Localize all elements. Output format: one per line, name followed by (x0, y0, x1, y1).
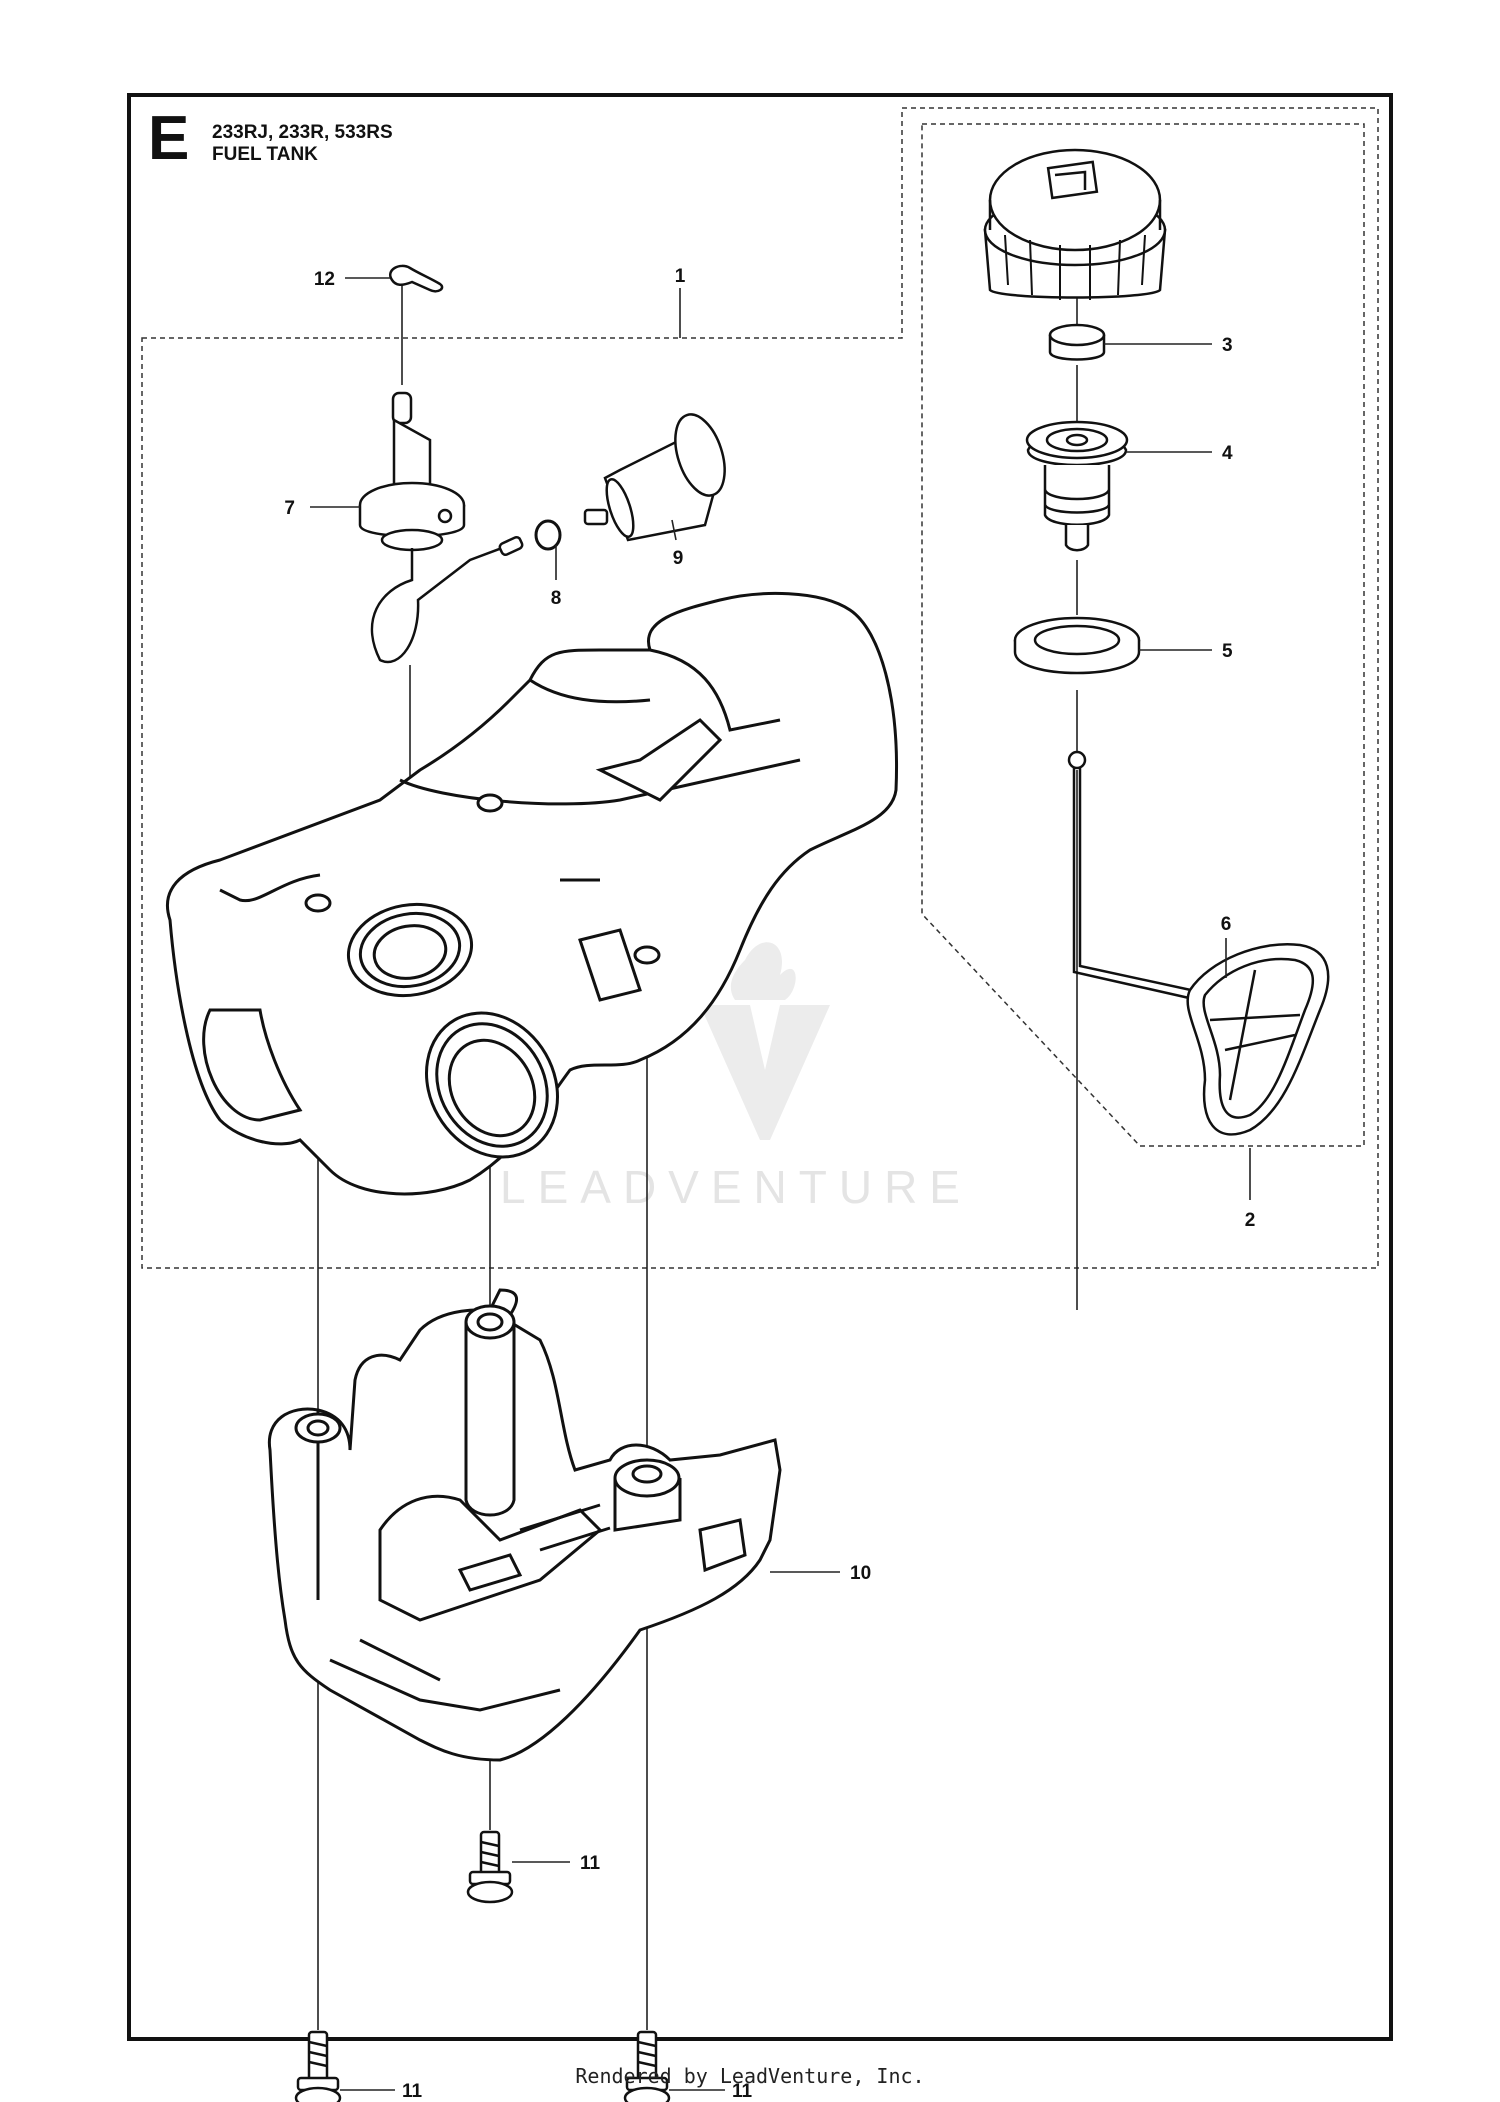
watermark-logo (700, 942, 830, 1140)
callout-2: 2 (1245, 1210, 1256, 1231)
watermark-text: LEADVENTURE (500, 1161, 972, 1213)
o-ring-part (534, 519, 562, 551)
callout-8: 8 (551, 588, 562, 609)
fuel-hose-part (358, 391, 524, 664)
callout-12: 12 (314, 269, 335, 290)
callout-1: 1 (675, 266, 686, 287)
retainer-strap-part (1067, 750, 1330, 1136)
callout-9: 9 (673, 548, 684, 569)
screw-part (623, 2030, 671, 2102)
callout-11: 11 (580, 1853, 601, 1874)
model-list: 233RJ, 233R, 533RS (212, 122, 393, 143)
callout-6: 6 (1221, 914, 1232, 935)
vent-valve-part (1025, 420, 1129, 552)
callout-3: 3 (1222, 335, 1233, 356)
callout-11: 11 (732, 2081, 753, 2102)
footer-credit: Rendered by LeadVenture, Inc. (575, 2064, 925, 2088)
diagram-frame (127, 93, 1393, 2041)
cap-filter-pad-part (1048, 323, 1106, 361)
tank-guard-part (267, 1288, 782, 1762)
tank-assembly-outline (141, 107, 1379, 1269)
fuel-tank-part (165, 591, 898, 1196)
screw-part (466, 1830, 514, 1904)
callout-5: 5 (1222, 641, 1233, 662)
cap-gasket-part (1013, 616, 1141, 675)
callout-11: 11 (402, 2081, 423, 2102)
diagram-title: FUEL TANK (212, 144, 318, 165)
clip-part (389, 264, 444, 293)
callout-7: 7 (284, 498, 295, 519)
callout-10: 10 (850, 1563, 871, 1584)
section-letter: E (148, 104, 190, 173)
screw-part (294, 2030, 342, 2102)
leader-line (671, 519, 677, 541)
cap-assembly-outline (921, 123, 1365, 1147)
fuel-cap-part (983, 148, 1167, 300)
fuel-filter-part (583, 413, 726, 542)
callout-4: 4 (1222, 443, 1233, 464)
